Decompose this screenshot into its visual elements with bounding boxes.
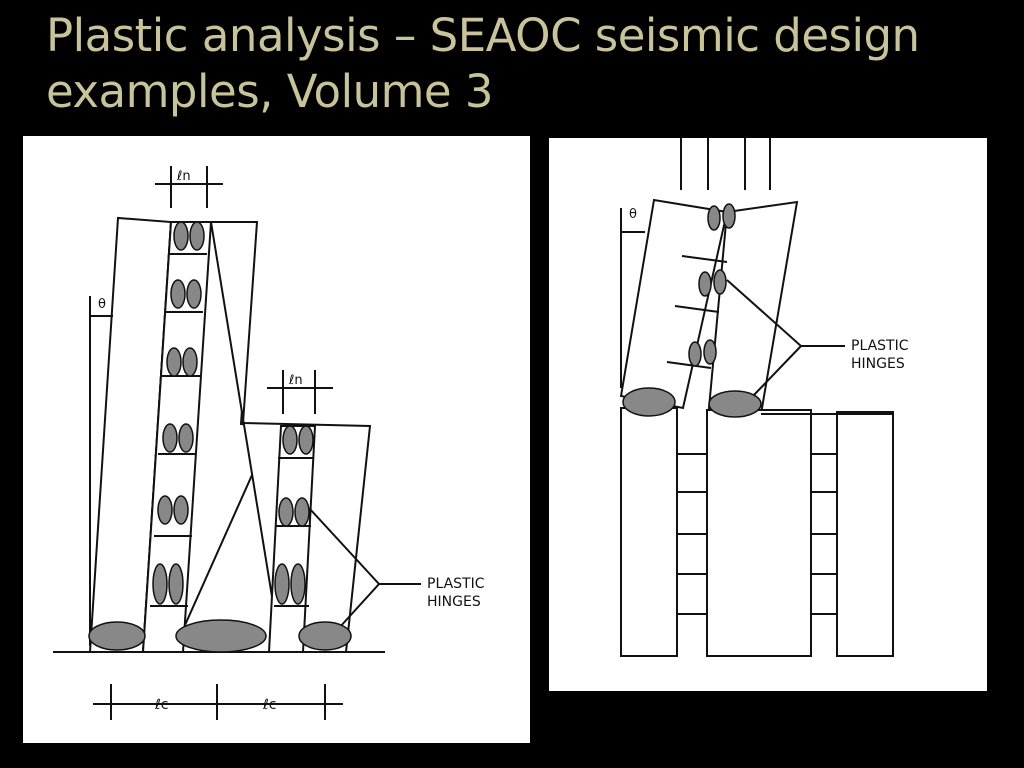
lower-wall-2 xyxy=(706,409,812,657)
left-hinge-diagram: ℓn ℓn θ ℓc ℓc PLASTIC HINGES xyxy=(53,166,485,720)
callout-hinges-right: HINGES xyxy=(851,356,905,372)
slide-title: Plastic analysis – SEAOC seismic design … xyxy=(46,8,1006,120)
lower-wall-3 xyxy=(836,411,894,657)
dim-ln-top: ℓn xyxy=(176,169,191,184)
plastic-hinges-left xyxy=(88,221,352,653)
lower-wall-1 xyxy=(620,407,678,657)
dim-ln-short: ℓn xyxy=(288,373,303,388)
right-figure-panel: θ PLASTIC HINGES xyxy=(549,138,987,691)
dim-lc-1: ℓc xyxy=(154,697,168,713)
callout-plastic-right: PLASTIC xyxy=(851,338,909,354)
callout-plastic-left: PLASTIC xyxy=(427,576,485,592)
left-figure-panel: ℓn ℓn θ ℓc ℓc PLASTIC HINGES xyxy=(23,136,530,743)
rotation-label-right: θ xyxy=(629,207,637,222)
rotation-label-left: θ xyxy=(98,297,106,312)
slide-title-line-2: examples, Volume 3 xyxy=(46,65,494,118)
plastic-hinges-right xyxy=(622,203,762,418)
right-hinge-diagram: θ PLASTIC HINGES xyxy=(619,138,909,657)
slide-title-line-1: Plastic analysis – SEAOC seismic design xyxy=(46,9,920,62)
callout-hinges-left: HINGES xyxy=(427,594,481,610)
dim-lc-2: ℓc xyxy=(262,697,276,713)
